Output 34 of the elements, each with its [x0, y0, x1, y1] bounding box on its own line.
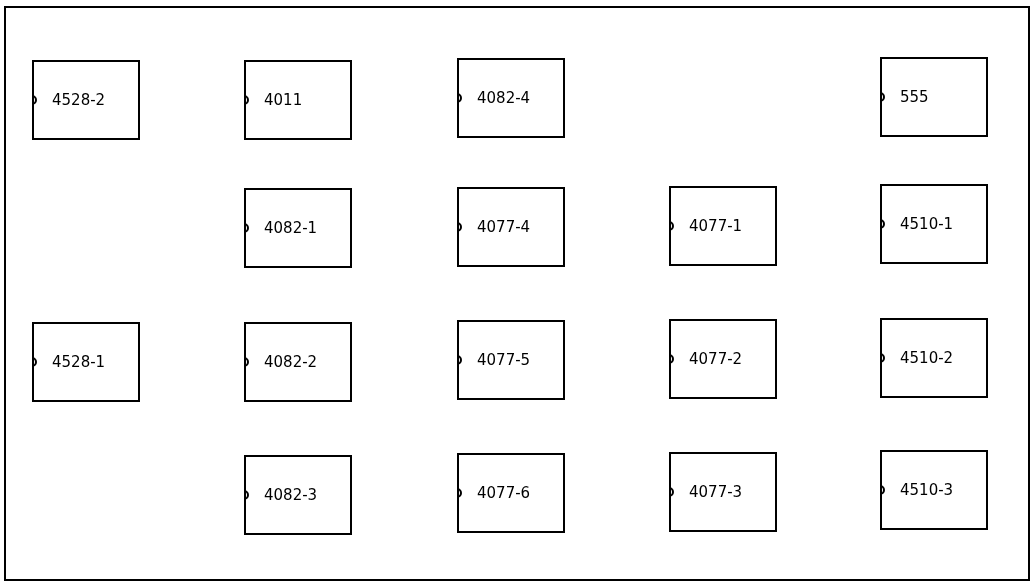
chip-outline: [244, 322, 352, 402]
chip-label: 4082-4: [477, 87, 531, 109]
chip-outline: [880, 184, 988, 264]
chip-outline: [669, 319, 777, 399]
chip-outline: [457, 58, 565, 138]
chip-outline: [880, 57, 988, 137]
chip-label: 4077-5: [477, 349, 531, 371]
chip-label: 4082-1: [264, 217, 318, 239]
chip-label: 4011: [264, 89, 303, 111]
chip-label: 4077-4: [477, 216, 531, 238]
chip-label: 4528-2: [52, 89, 106, 111]
chip-outline: [669, 452, 777, 532]
chip-label: 4077-1: [689, 215, 743, 237]
chip-label: 4510-1: [900, 213, 954, 235]
chip-outline: [244, 60, 352, 140]
chip-label: 4082-2: [264, 351, 318, 373]
chip-outline: [32, 60, 140, 140]
chip-outline: [669, 186, 777, 266]
chip-label: 4077-2: [689, 348, 743, 370]
chip-label: 4528-1: [52, 351, 106, 373]
chip-outline: [457, 320, 565, 400]
chip-outline: [457, 187, 565, 267]
chip-label: 4510-2: [900, 347, 954, 369]
chip-label: 4082-3: [264, 484, 318, 506]
chip-outline: [880, 318, 988, 398]
chip-outline: [244, 188, 352, 268]
chip-outline: [880, 450, 988, 530]
chip-label: 4510-3: [900, 479, 954, 501]
chip-outline: [32, 322, 140, 402]
chip-label: 4077-3: [689, 481, 743, 503]
chip-label: 555: [900, 86, 929, 108]
chip-outline: [244, 455, 352, 535]
chip-label: 4077-6: [477, 482, 531, 504]
chip-outline: [457, 453, 565, 533]
